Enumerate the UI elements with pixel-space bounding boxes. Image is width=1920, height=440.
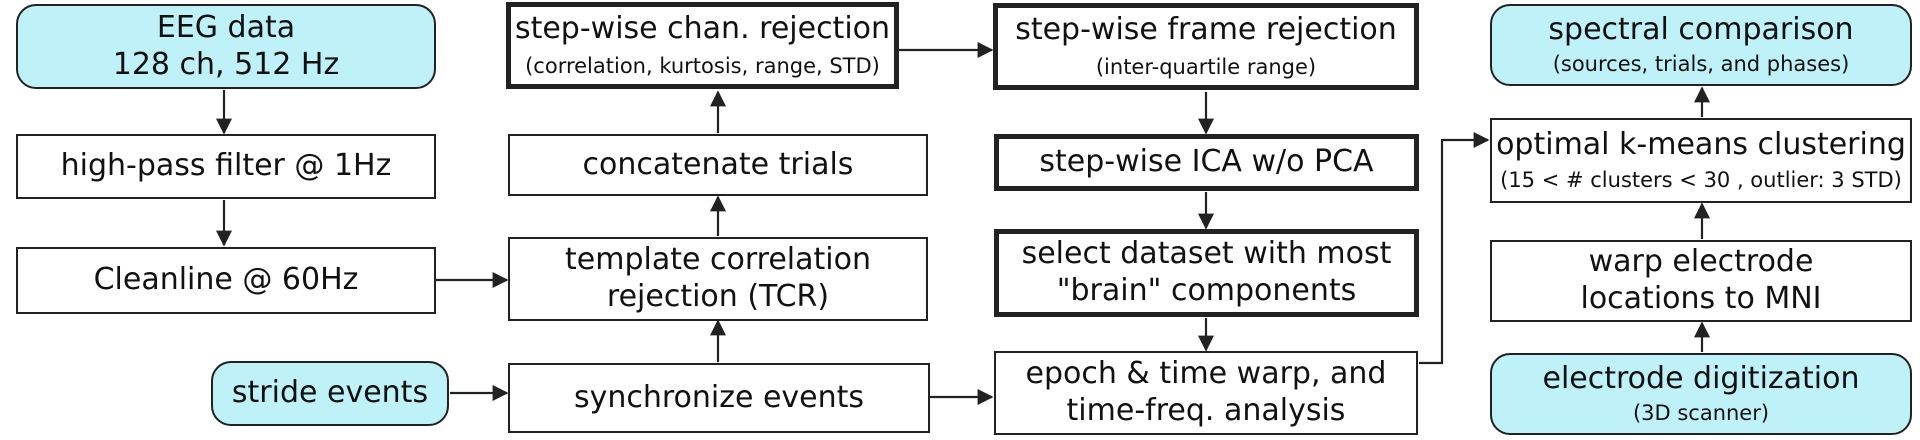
warp-electrode-node: warp electrode locations to MNI <box>1490 240 1912 322</box>
spectral-comparison-subtitle: (sources, trials, and phases) <box>1552 52 1850 77</box>
kmeans-clustering-title: optimal k-means clustering <box>1496 127 1906 163</box>
arrow-epoch-to-kmeans <box>1419 132 1490 365</box>
stride-events-label: stride events <box>231 375 429 411</box>
concatenate-trials-node: concatenate trials <box>508 134 928 196</box>
electrode-digitization-subtitle: (3D scanner) <box>1632 401 1770 426</box>
chan-rejection-subtitle: (correlation, kurtosis, range, STD) <box>525 53 880 78</box>
select-dataset-node: select dataset with most "brain" compone… <box>994 229 1419 317</box>
chan-rejection-title: step-wise chan. rejection <box>514 11 891 47</box>
eeg-data-node: EEG data 128 ch, 512 Hz <box>16 4 436 89</box>
eeg-data-title: EEG data <box>156 9 296 45</box>
frame-rejection-subtitle: (inter-quartile range) <box>1095 54 1317 79</box>
electrode-digitization-title: electrode digitization <box>1542 360 1860 396</box>
high-pass-filter-node: high-pass filter @ 1Hz <box>16 134 436 199</box>
high-pass-filter-label: high-pass filter @ 1Hz <box>60 148 392 184</box>
stride-events-node: stride events <box>211 361 449 426</box>
kmeans-clustering-node: optimal k-means clustering (15 < # clust… <box>1490 118 1912 203</box>
warp-electrode-title-line2: locations to MNI <box>1580 281 1822 316</box>
spectral-comparison-title: spectral comparison <box>1548 11 1854 47</box>
spectral-comparison-node: spectral comparison (sources, trials, an… <box>1490 4 1912 86</box>
epoch-node: epoch & time warp, and time-freq. analys… <box>994 351 1418 435</box>
synchronize-events-node: synchronize events <box>508 363 930 433</box>
tcr-title: template correlation <box>565 242 871 278</box>
electrode-digitization-node: electrode digitization (3D scanner) <box>1490 353 1912 435</box>
concatenate-trials-label: concatenate trials <box>582 146 854 182</box>
frame-rejection-node: step-wise frame rejection (inter-quartil… <box>993 3 1419 90</box>
ica-node: step-wise ICA w/o PCA <box>994 134 1419 191</box>
kmeans-clustering-subtitle: (15 < # clusters < 30 , outlier: 3 STD) <box>1500 167 1902 192</box>
chan-rejection-node: step-wise chan. rejection (correlation, … <box>506 2 899 89</box>
eeg-data-spec: 128 ch, 512 Hz <box>112 46 340 82</box>
epoch-title: epoch & time warp, and <box>1025 356 1387 392</box>
ica-label: step-wise ICA w/o PCA <box>1039 144 1374 180</box>
tcr-title-line2: rejection (TCR) <box>606 279 830 314</box>
select-dataset-title: select dataset with most <box>1021 236 1392 272</box>
tcr-node: template correlation rejection (TCR) <box>508 237 928 321</box>
warp-electrode-title: warp electrode <box>1588 244 1814 280</box>
frame-rejection-title: step-wise frame rejection <box>1015 12 1397 48</box>
cleanline-label: Cleanline @ 60Hz <box>93 262 359 298</box>
epoch-title-line2: time-freq. analysis <box>1066 393 1346 428</box>
select-dataset-title-line2: "brain" components <box>1056 273 1357 308</box>
synchronize-events-label: synchronize events <box>573 379 865 415</box>
cleanline-node: Cleanline @ 60Hz <box>16 247 436 314</box>
